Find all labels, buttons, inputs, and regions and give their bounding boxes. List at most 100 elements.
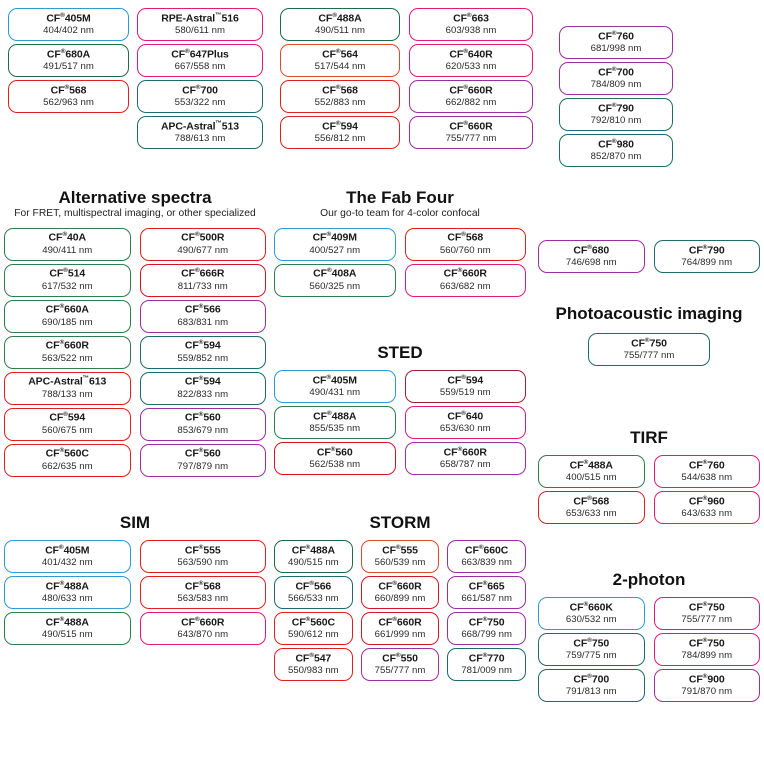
dye-name: CF®760 [598, 29, 634, 43]
trademark-mark: ® [587, 243, 592, 251]
dye-name: CF®568 [447, 231, 484, 244]
trademark-mark: ® [59, 615, 65, 623]
dye-spectra: 620/533 nm [445, 60, 497, 72]
trademark-mark: ® [195, 83, 201, 91]
dye-name: CF®666R [181, 267, 225, 280]
dye-name: CF®566 [184, 303, 221, 316]
dye-name: CF®640 [447, 409, 484, 423]
dye-name: CF®660R [378, 615, 422, 629]
trademark-mark: ® [587, 636, 592, 644]
trademark-mark: ® [461, 373, 466, 381]
trademark-mark: ® [198, 447, 204, 455]
dye-name: CF®405M [45, 543, 90, 557]
dye-name: CF®680 [573, 243, 610, 257]
trademark-mark: ™ [82, 375, 90, 383]
dye-spectra: 562/538 nm [309, 458, 361, 470]
trademark-mark: ® [644, 336, 650, 344]
trademark-mark: ® [611, 65, 617, 73]
dye-spectra: 563/583 nm [177, 592, 229, 604]
dye-name: CF®665 [468, 579, 505, 593]
dye-name: CF®568 [184, 579, 221, 593]
